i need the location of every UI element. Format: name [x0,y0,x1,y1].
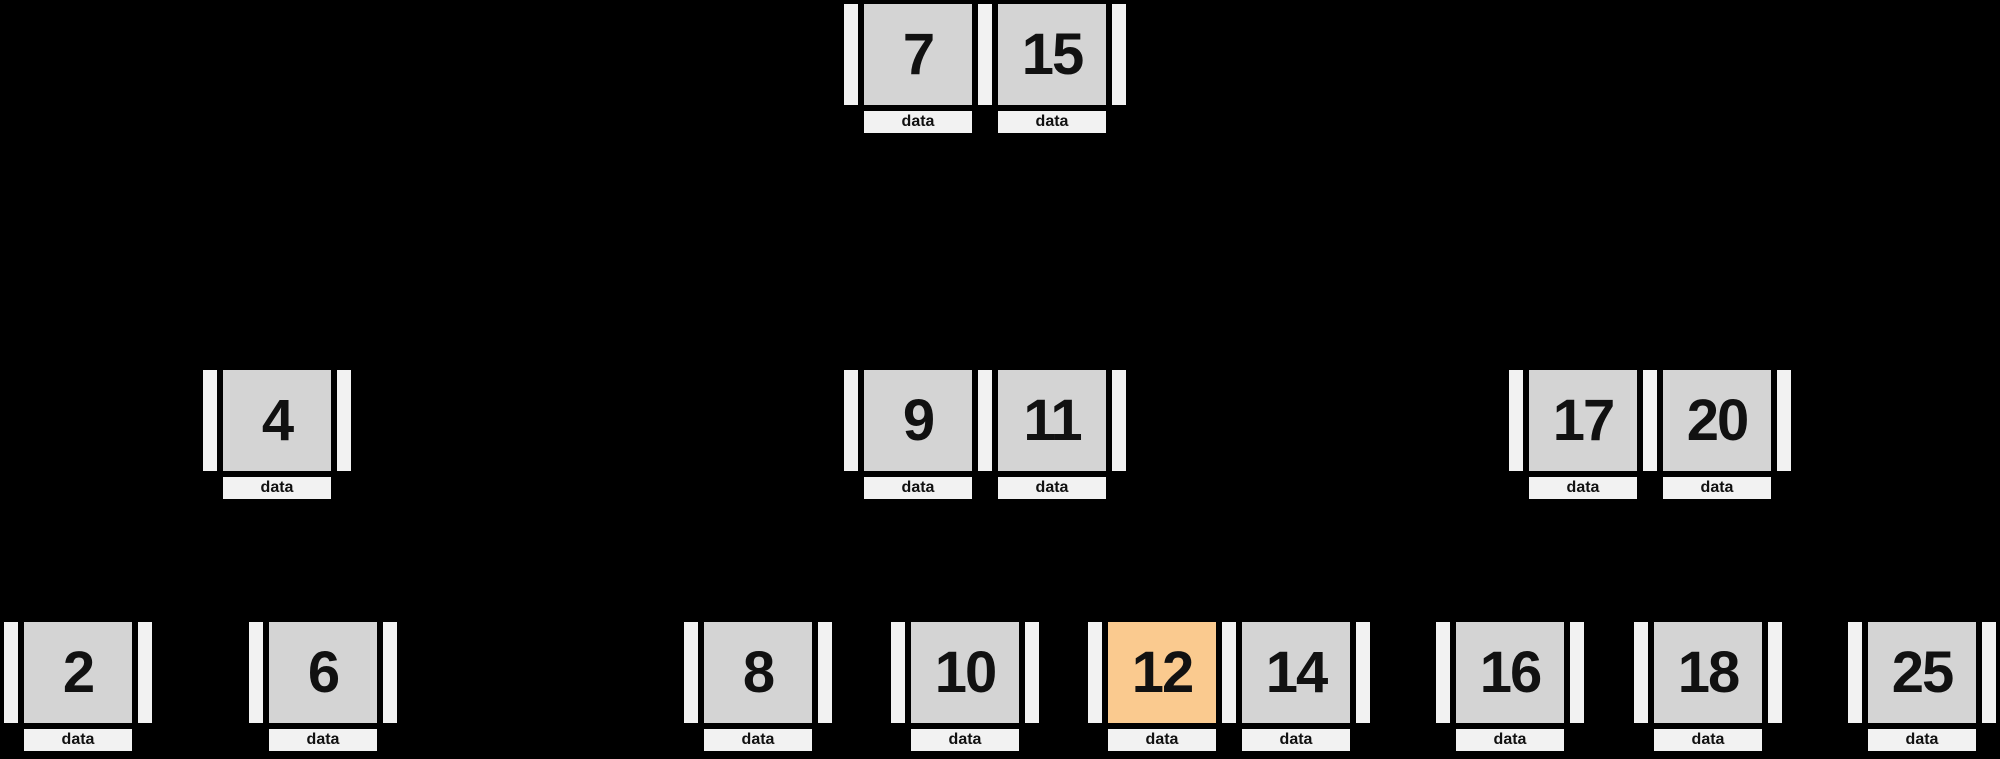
btree-node-9-11: 9 data 11 data [843,369,1127,500]
key-column: 10 data [910,621,1020,752]
child-pointer-slot [1847,621,1863,724]
btree-node-17-20: 17 data 20 data [1508,369,1792,500]
key-column: 16 data [1455,621,1565,752]
btree-node-10: 10 data [890,621,1040,752]
child-pointer-slot [1642,369,1658,472]
data-pointer-label: data [1662,476,1772,500]
key-column: 20 data [1662,369,1772,500]
child-pointer-slot [1111,3,1127,106]
data-pointer-label: data [23,728,133,752]
child-pointer-slot [977,3,993,106]
child-pointer-slot [336,369,352,472]
child-pointer-slot [1111,369,1127,472]
child-pointer-slot [1981,621,1997,724]
key-cell-8: 8 [703,621,813,724]
data-pointer-label: data [863,110,973,134]
child-pointer-slot [382,621,398,724]
btree-node-7-15: 7 data 15 data [843,3,1127,134]
child-pointer-slot [683,621,699,724]
child-pointer-slot [817,621,833,724]
key-column: 6 data [268,621,378,752]
key-cell-15: 15 [997,3,1107,106]
key-column: 8 data [703,621,813,752]
child-pointer-slot [843,369,859,472]
data-pointer-label: data [1528,476,1638,500]
child-pointer-slot [1508,369,1524,472]
key-cell-7: 7 [863,3,973,106]
data-pointer-label: data [1867,728,1977,752]
key-cell-11: 11 [997,369,1107,472]
key-cell-25: 25 [1867,621,1977,724]
data-pointer-label: data [268,728,378,752]
btree-node-25: 25 data [1847,621,1997,752]
btree-node-8: 8 data [683,621,833,752]
key-cell-14: 14 [1241,621,1351,724]
btree-node-2: 2 data [3,621,153,752]
key-cell-4: 4 [222,369,332,472]
data-pointer-label: data [997,476,1107,500]
key-column: 14 data [1241,621,1351,752]
key-cell-18: 18 [1653,621,1763,724]
key-cell-10: 10 [910,621,1020,724]
key-cell-16: 16 [1455,621,1565,724]
key-cell-2: 2 [23,621,133,724]
btree-node-16: 16 data [1435,621,1585,752]
key-column: 2 data [23,621,133,752]
child-pointer-slot [843,3,859,106]
key-column: 9 data [863,369,973,500]
data-pointer-label: data [997,110,1107,134]
data-pointer-label: data [1455,728,1565,752]
child-pointer-slot [3,621,19,724]
child-pointer-slot [248,621,264,724]
child-pointer-slot [890,621,906,724]
child-pointer-slot [977,369,993,472]
btree-node-6: 6 data [248,621,398,752]
child-pointer-slot [1087,621,1103,724]
btree-node-4: 4 data [202,369,352,500]
child-pointer-slot [202,369,218,472]
child-pointer-slot [1633,621,1649,724]
key-column: 7 data [863,3,973,134]
data-pointer-label: data [222,476,332,500]
data-pointer-label: data [703,728,813,752]
key-column: 15 data [997,3,1107,134]
key-cell-6: 6 [268,621,378,724]
key-cell-17: 17 [1528,369,1638,472]
data-pointer-label: data [1653,728,1763,752]
child-pointer-slot [1024,621,1040,724]
child-pointer-slot [137,621,153,724]
key-column: 18 data [1653,621,1763,752]
child-pointer-slot [1569,621,1585,724]
data-pointer-label: data [1107,728,1217,752]
btree-node-12-14: 12 data 14 data [1087,621,1371,752]
child-pointer-slot [1435,621,1451,724]
child-pointer-slot [1355,621,1371,724]
key-column: 25 data [1867,621,1977,752]
data-pointer-label: data [863,476,973,500]
data-pointer-label: data [910,728,1020,752]
key-cell-20: 20 [1662,369,1772,472]
key-column: 12 data [1107,621,1217,752]
child-pointer-slot [1767,621,1783,724]
key-column: 4 data [222,369,332,500]
key-column: 11 data [997,369,1107,500]
child-pointer-slot [1776,369,1792,472]
data-pointer-label: data [1241,728,1351,752]
key-cell-9: 9 [863,369,973,472]
btree-node-18: 18 data [1633,621,1783,752]
key-column: 17 data [1528,369,1638,500]
key-cell-12: 12 [1107,621,1217,724]
child-pointer-slot [1221,621,1237,724]
